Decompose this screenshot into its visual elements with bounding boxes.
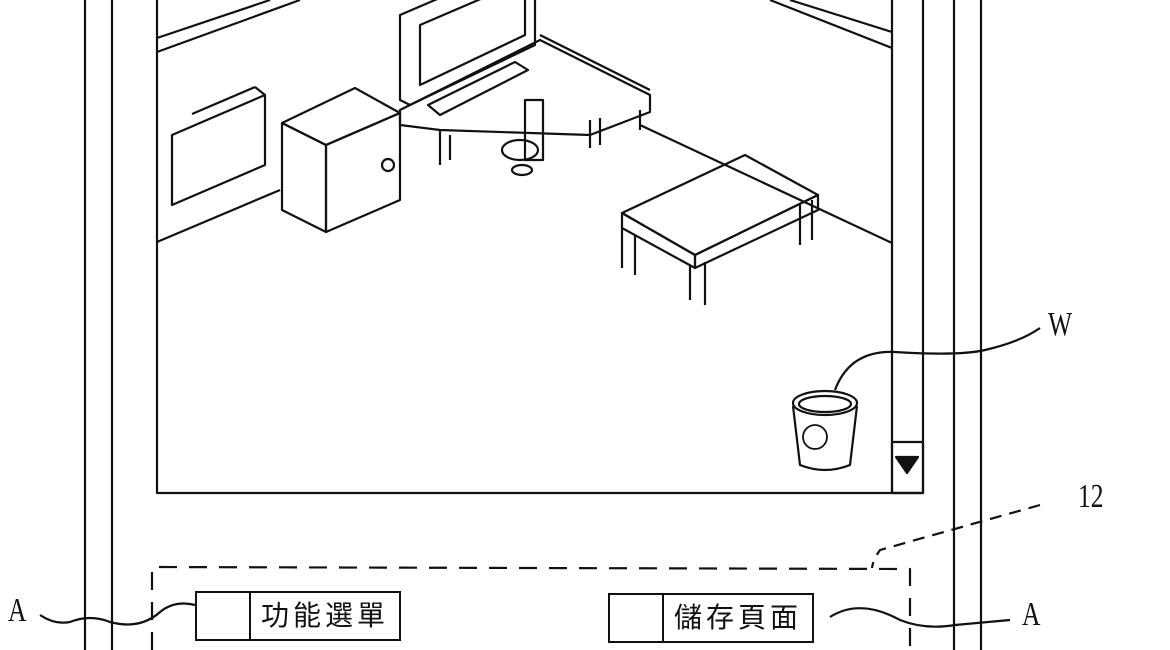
label-a-left: A: [8, 592, 27, 629]
coffee-table: [620, 153, 820, 305]
scroll-down-button[interactable]: [890, 440, 925, 495]
leader-line-w: [833, 327, 1041, 391]
cabinet: [280, 86, 402, 234]
checkbox-square[interactable]: [610, 595, 664, 641]
device-frame: [83, 0, 983, 650]
room-scene-window[interactable]: [155, 0, 925, 495]
leader-line-a-right: [829, 607, 1011, 628]
function-menu-button[interactable]: 功能選單: [195, 591, 402, 641]
leader-line-a-left: [39, 602, 196, 626]
stool: [500, 98, 545, 177]
function-menu-label: 功能選單: [261, 599, 390, 632]
tv-stand: [398, 38, 652, 165]
triangle-down-icon: [894, 455, 920, 475]
television: [398, 0, 537, 117]
function-panel-outline: [150, 565, 912, 650]
leader-line-12: [870, 503, 1041, 569]
save-page-label: 儲存頁面: [674, 601, 803, 634]
label-a-right: A: [1022, 596, 1041, 633]
save-page-button[interactable]: 儲存頁面: [608, 593, 815, 643]
label-w: W: [1048, 306, 1073, 343]
label-12: 12: [1078, 478, 1104, 515]
checkbox-square[interactable]: [197, 593, 251, 639]
wall-panel: [170, 93, 267, 207]
vertical-scrollbar[interactable]: [890, 0, 925, 495]
recycle-bin-icon[interactable]: [791, 389, 859, 472]
